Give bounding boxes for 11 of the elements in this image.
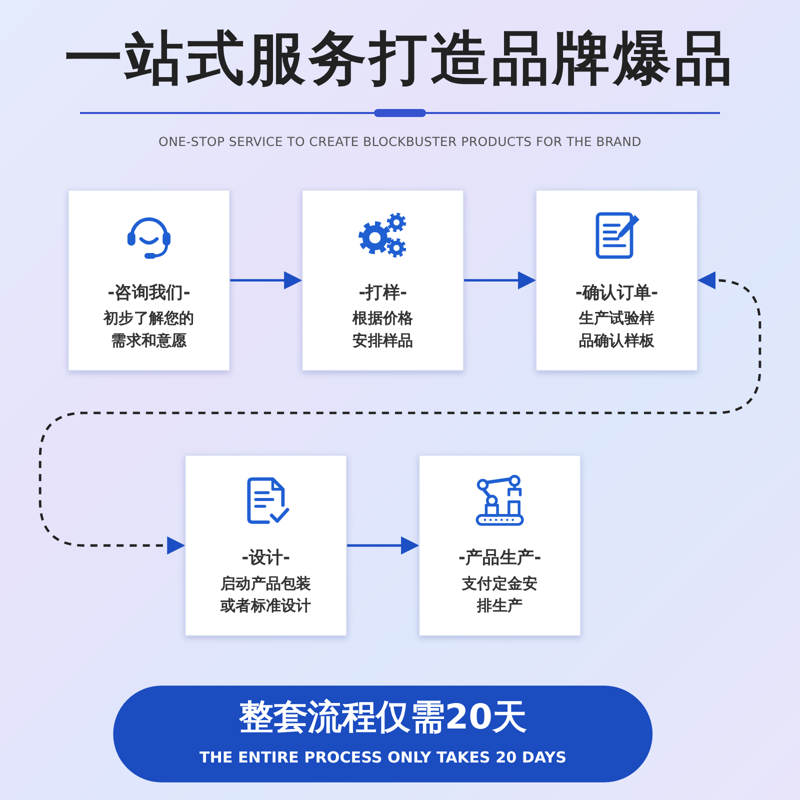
node-box: -确认订单- 生产试验样品确认样板 — [536, 190, 698, 372]
arrow — [464, 271, 536, 290]
arrow — [346, 536, 420, 555]
node-box: -设计- 启动产品包装或者标准设计 — [184, 454, 348, 636]
node-box: -咨询我们- 初步了解您的需求和意愿 — [68, 190, 230, 372]
arrow — [38, 271, 762, 555]
arrow — [230, 271, 302, 290]
node-box: -产品生产- 支付定金安排生产 — [418, 454, 581, 636]
title: 一站式服务打造品牌爆品 — [64, 23, 736, 94]
node-box: -打样- 根据价格安排样品 — [302, 190, 464, 372]
subtitle: ONE-STOP SERVICE TO CREATE BLOCKBUSTER PRODUCTS FOR THE BRAND — [158, 134, 642, 150]
